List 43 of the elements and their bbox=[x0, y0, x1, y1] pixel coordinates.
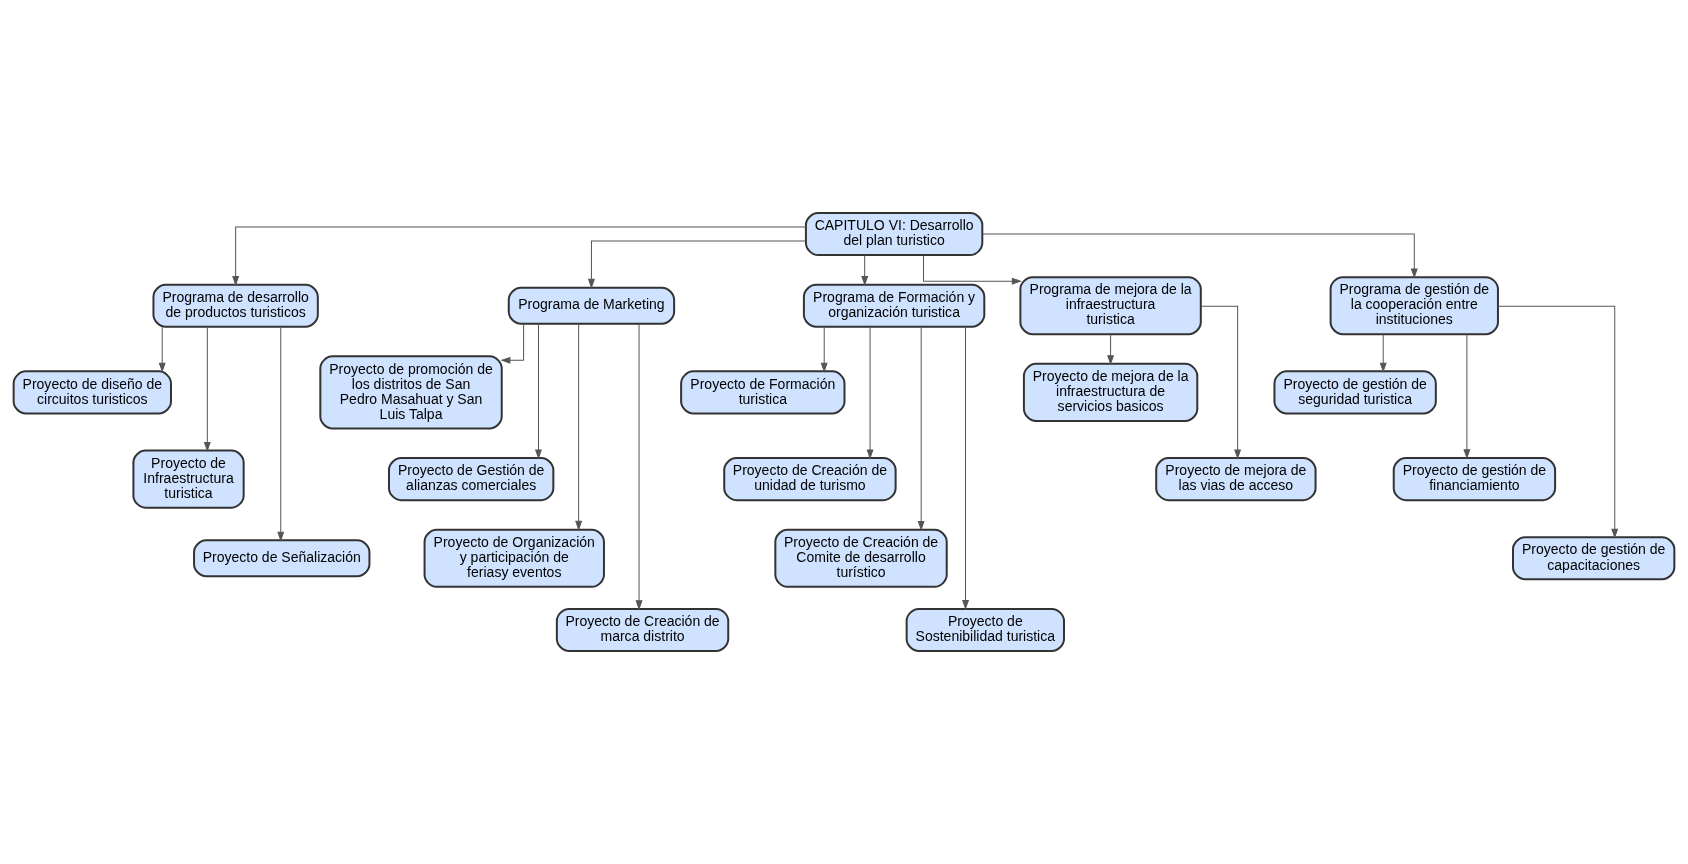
node-box: Proyecto de Gestión de alianzas comerciales bbox=[388, 457, 555, 502]
node-box: Proyecto de Creación de unidad de turismo bbox=[723, 457, 897, 502]
node-box: Proyecto de mejora de la infraestructura de servicios basicos bbox=[1022, 362, 1199, 422]
node-box: Proyecto de Sostenibilidad turistica bbox=[905, 607, 1065, 652]
arrow bbox=[232, 226, 807, 286]
arrow bbox=[204, 326, 211, 451]
node-box: Proyecto de Creación de marca distrito bbox=[555, 607, 730, 652]
arrow bbox=[1497, 305, 1619, 538]
arrow bbox=[866, 326, 874, 459]
arrow bbox=[923, 254, 1021, 285]
node-box: Programa de Formación y organización turistica bbox=[802, 283, 986, 328]
arrow bbox=[861, 254, 868, 285]
node-box: Proyecto de diseño de circuitos turisticos bbox=[12, 370, 172, 415]
arrow bbox=[635, 323, 643, 610]
node-box: Proyecto de mejora de las vias de acceso bbox=[1155, 457, 1317, 502]
node-box: Proyecto de Formación turistica bbox=[680, 370, 846, 415]
arrow bbox=[535, 323, 542, 459]
node-box: Proyecto de gestión de financiamiento bbox=[1392, 457, 1557, 502]
node-box: CAPITULO VI: Desarrollo del plan turistico bbox=[804, 212, 984, 257]
arrow bbox=[981, 233, 1418, 278]
node-box: Proyecto de Organización y participación de feriasy eventos bbox=[423, 528, 605, 588]
arrow bbox=[917, 326, 925, 530]
node-box: Proyecto de Creación de Comite de desarrollo turístico bbox=[774, 528, 948, 588]
arrow bbox=[501, 323, 525, 364]
node-box: Programa de Marketing bbox=[507, 286, 676, 325]
arrow bbox=[1379, 334, 1387, 372]
arrow bbox=[588, 240, 807, 288]
arrow bbox=[820, 326, 828, 372]
arrow bbox=[575, 323, 582, 530]
node-box: Proyecto de gestión de seguridad turistica bbox=[1273, 370, 1437, 415]
node-box: Proyecto de Señalización bbox=[193, 539, 371, 578]
arrow bbox=[158, 326, 166, 372]
node-box: Programa de mejora de la infraestructura turistica bbox=[1019, 276, 1202, 336]
node-box: Proyecto de gestión de capacitaciones bbox=[1512, 536, 1676, 581]
arrow bbox=[1107, 334, 1114, 365]
arrow bbox=[1200, 305, 1241, 459]
arrow bbox=[962, 326, 969, 610]
node-box: Programa de desarrollo de productos turisticos bbox=[152, 283, 319, 328]
arrow bbox=[1463, 333, 1471, 459]
node-box: Proyecto de Infraestructura turistica bbox=[132, 449, 245, 509]
arrow bbox=[277, 326, 285, 541]
node-box: Programa de gestión de la cooperación entre instituciones bbox=[1329, 276, 1499, 336]
node-box: Proyecto de promoción de los distritos de San Pedro Masahuat y San Luis Talpa bbox=[319, 355, 503, 430]
